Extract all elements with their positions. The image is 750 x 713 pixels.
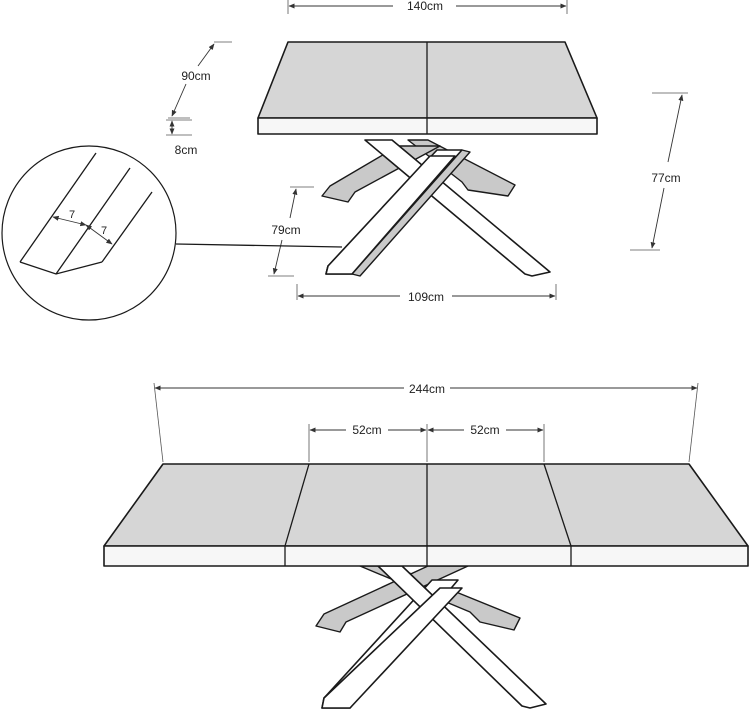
leg-detail-circle [1, 145, 177, 321]
compact-table-legs [321, 139, 551, 277]
thickness-8-label: 8cm [175, 143, 198, 157]
dim-52-left: 52cm [308, 423, 428, 462]
dim-52-right: 52cm [427, 423, 545, 462]
dim-90: 90cm [168, 41, 232, 119]
dim-140: 140cm [287, 0, 568, 14]
depth-90-label: 90cm [181, 69, 210, 83]
dim-244: 244cm [153, 382, 699, 463]
leg-detail-right-label: 7 [101, 225, 107, 237]
extension-right-52-label: 52cm [470, 423, 499, 437]
width-140-label: 140cm [407, 0, 443, 13]
dim-77: 77cm [630, 92, 688, 251]
total-width-244-label: 244cm [409, 382, 445, 396]
leg-detail-left-label: 7 [69, 209, 75, 221]
leg-detail-callout: 7 7 [1, 145, 343, 321]
extended-tabletop-top [103, 463, 749, 547]
height-77-label: 77cm [651, 171, 680, 185]
leg-height-79-label: 79cm [271, 223, 300, 237]
extended-tabletop-edge [103, 545, 749, 567]
dim-79: 79cm [268, 186, 314, 277]
compact-table [257, 41, 598, 277]
extension-left-52-label: 52cm [352, 423, 381, 437]
dim-8: 8cm [166, 119, 198, 157]
extended-table [103, 463, 749, 709]
dim-109: 109cm [296, 284, 557, 304]
extended-table-legs [315, 565, 547, 709]
leg-span-109-label: 109cm [408, 290, 444, 304]
